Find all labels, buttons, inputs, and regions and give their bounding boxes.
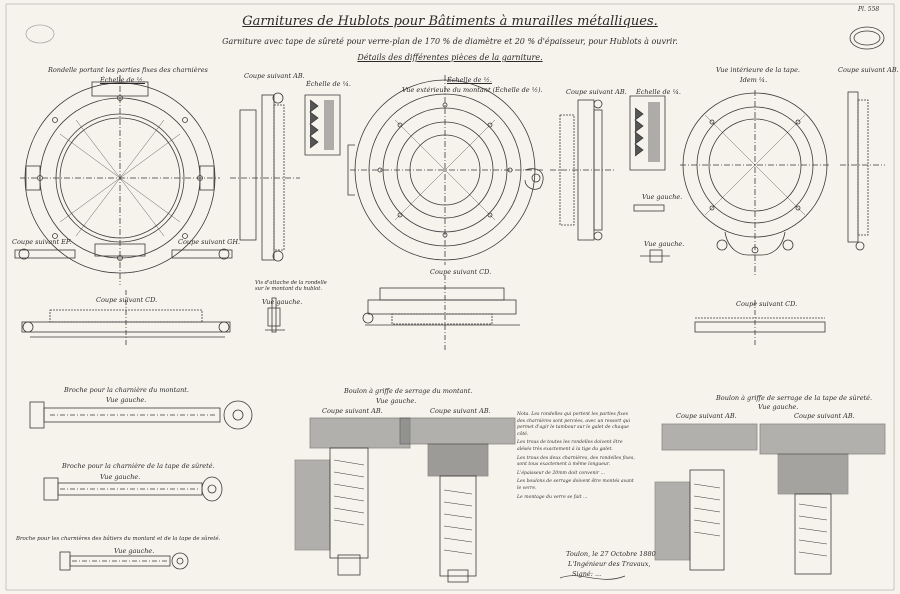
signature-place-date: Toulon, le 27 Octobre 1880: [566, 550, 656, 558]
drawing-details-heading: Détails des différentes pièces de la gar…: [357, 53, 543, 62]
tape-view: [680, 90, 830, 275]
coupe-ab-3: [840, 91, 885, 251]
label-echelle-q2: Échelle de ¼.: [636, 88, 681, 96]
nota-line: L'épaisseur de 20mm doit convenir ...: [517, 470, 605, 476]
label-coupe-ab-3: Coupe suivant AB.: [838, 66, 899, 74]
signature-flourish: [559, 575, 626, 580]
label-broche-1: Broche pour la charnière du montant.: [64, 386, 189, 394]
broche-3: [59, 551, 189, 571]
label-broche-2: Broche pour la charnière de la tape de s…: [62, 462, 215, 470]
label-vis-attache: Vis d'attache de la rondelle sur le mont…: [255, 280, 327, 292]
label-coupe-ab-7: Coupe suivant AB.: [794, 412, 855, 420]
boulon-montant: [294, 417, 411, 576]
label-coupe-cd-1: Coupe suivant CD.: [96, 296, 158, 304]
label-vue-gauche-3: Vue gauche.: [262, 298, 303, 306]
label-boulon-montant: Boulon à griffe de serrage du montant.: [344, 387, 473, 395]
label-coupe-ab-6: Coupe suivant AB.: [676, 412, 737, 420]
detail-quarter-2: [629, 95, 666, 171]
drawing-subtitle: Garniture avec tape de sûreté pour verre…: [222, 37, 678, 46]
detail-quarter-1: [304, 94, 341, 156]
label-broche-3: Broche pour les charnières des bâtiers d…: [16, 536, 221, 542]
label-vue-interieure: Vue intérieure de la tape.: [716, 66, 800, 74]
label-vue-exterieure: Vue extérieure du montant (Échelle de ½)…: [402, 86, 543, 94]
label-vue-gauche-8: Vue gauche.: [758, 403, 799, 411]
plate-reference: Pl. 558: [858, 6, 880, 13]
boulon-tape-coupe: [759, 423, 886, 575]
label-echelle-right: Idem ¼.: [740, 76, 768, 84]
nota-line: Les boulons de serrage doivent être mont…: [517, 479, 634, 491]
label-vue-gauche-5: Vue gauche.: [100, 473, 141, 481]
label-vue-gauche-1: Vue gauche.: [642, 193, 683, 201]
coupe-ab-2: [550, 99, 615, 241]
label-rondelle: Rondelle portant les parties fixes des c…: [48, 66, 208, 74]
label-vue-gauche-4: Vue gauche.: [106, 396, 147, 404]
rondelle-view: [20, 75, 220, 285]
broche-1: [29, 400, 253, 430]
label-coupe-ab-1: Coupe suivant AB.: [244, 72, 305, 80]
label-coupe-ab-5: Coupe suivant AB.: [430, 407, 491, 415]
signature-role: L'Ingénieur des Travaux,: [568, 560, 651, 568]
label-boulon-tape: Boulon à griffe de serrage de la tape de…: [716, 394, 873, 402]
stamp-left: [25, 24, 55, 44]
nota-line: Les trous de toutes les rondelles doiven…: [517, 440, 623, 452]
label-echelle-left: Échelle de ½.: [100, 76, 145, 84]
coupe-cd-center: [362, 275, 520, 350]
coupe-ab-1: [230, 92, 300, 262]
signature-name: Signé: ...: [572, 570, 602, 578]
boulon-tape: [654, 423, 758, 571]
drawing-title: Garnitures de Hublots pour Bâtiments à m…: [242, 14, 658, 29]
label-vue-gauche-7: Vue gauche.: [376, 397, 417, 405]
label-echelle-center: Échelle de ½.: [447, 76, 492, 84]
nota-line: Les trous des deux charnières, des ronde…: [517, 455, 635, 468]
label-coupe-ab-4: Coupe suivant AB.: [322, 407, 383, 415]
nota-block: Nota. Les rondelles qui portent les part…: [517, 412, 635, 503]
broche-2: [43, 476, 223, 502]
label-echelle-q1: Échelle de ¼.: [306, 80, 351, 88]
coupe-ef: [14, 248, 233, 260]
nota-line: Nota. Les rondelles qui portent les part…: [517, 412, 631, 437]
boulon-montant-coupe: [399, 417, 516, 583]
montant-view: [347, 75, 545, 265]
coupe-cd-left: [21, 290, 231, 345]
vis-attache: [265, 297, 285, 333]
label-coupe-cd-2: Coupe suivant CD.: [430, 268, 492, 276]
label-coupe-ef: Coupe suivant EF.: [12, 238, 72, 246]
label-coupe-gh: Coupe suivant GH.: [178, 238, 241, 246]
vue-gauche-small: [633, 204, 670, 263]
label-coupe-ab-2: Coupe suivant AB.: [566, 88, 627, 96]
label-vue-gauche-2: Vue gauche.: [644, 240, 685, 248]
label-coupe-cd-3: Coupe suivant CD.: [736, 300, 798, 308]
label-vue-gauche-6: Vue gauche.: [114, 547, 155, 555]
stamp-right: [849, 26, 885, 50]
nota-line: Le montage du verre se fait ...: [517, 494, 588, 500]
coupe-cd-right: [694, 300, 826, 345]
